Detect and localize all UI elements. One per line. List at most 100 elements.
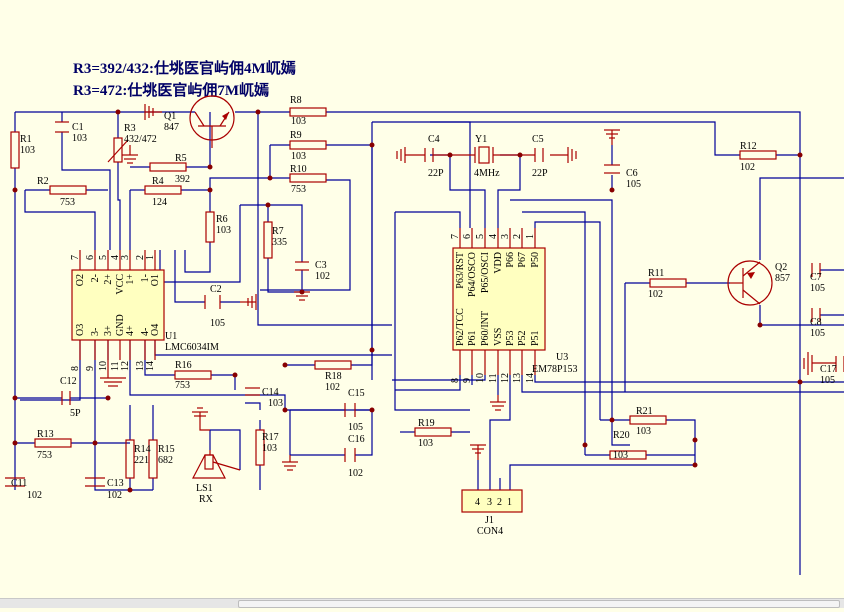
u1-top-pin-label: 1+ [125,274,136,285]
q2-value: 857 [775,273,790,284]
q1-ref: Q1 [164,111,176,122]
c15-value: 105 [348,422,363,433]
u1-top-pin-label: 2+ [103,274,114,285]
u3-bottom-pin-number: 11 [488,373,499,383]
r18-ref: R18 [325,371,342,382]
r10-value: 753 [291,184,306,195]
r6-ref: R6 [216,214,228,225]
u3-top-pin-number: 6 [462,234,473,239]
junctions [12,109,803,493]
u1-bottom-pin-number: 12 [120,361,131,371]
c6-ref: C6 [626,168,638,179]
y1-value: 4MHz [474,168,500,179]
r4-ref: R4 [152,176,164,187]
r19-value: 103 [418,438,433,449]
note-line-1: R3=392/432:仕垗医官屿佣4M屼嫣 [73,59,296,77]
u1-top-pin-label: O1 [150,274,161,286]
u1-top-pin-label: 1- [140,274,151,282]
c13-ref: C13 [107,478,124,489]
j1-pin-number: 3 [487,497,492,508]
u1-top-pin-number: 1 [145,255,156,260]
r21-ref: R21 [636,406,653,417]
u3-bottom-pin-number: 10 [475,373,486,383]
c7-value: 105 [810,283,825,294]
r2-value: 753 [60,197,75,208]
r20-value: 103 [613,450,628,461]
c16-value: 102 [348,468,363,479]
u1-bottom-pin-label: 4- [140,328,151,336]
u1-top-pin-label: O2 [75,274,86,286]
component-labels: R1 103 C1 103 R3 432/472 Q1 847 R8 103 R… [11,95,837,505]
u1-bottom-pin-label: O4 [150,324,161,336]
r21-value: 103 [636,426,651,437]
r15-ref: R15 [158,444,175,455]
c16-ref: C16 [348,434,365,445]
u3-top-pin-label: P50 [530,252,541,268]
r13-value: 753 [37,450,52,461]
r9-ref: R9 [290,130,302,141]
ic-u3: 7P63/RST6P64/OSCO5P65/OSCI4VDD3P662P671P… [450,228,578,383]
r5-ref: R5 [175,153,187,164]
r16-value: 753 [175,380,190,391]
j1-ref: J1 [485,515,494,526]
u3-bottom-pin-label: P60/INT [480,311,491,346]
c1-ref: C1 [72,122,84,133]
u1-top-pin-number: 3 [120,255,131,260]
u1-ref: U1 [165,331,177,342]
capacitor-plates [5,121,844,487]
r20-ref: R20 [613,430,630,441]
c7-ref: C7 [810,272,822,283]
u3-top-pin-number: 3 [500,234,511,239]
u1-top-pin-number: 6 [85,255,96,260]
speaker-ls1-symbol [192,450,241,479]
ls1-value: RX [199,494,214,505]
u1-bottom-pin-number: 10 [98,361,109,371]
u3-bottom-pin-number: 8 [450,378,461,383]
u1-top-pin-label: VCC [115,274,126,295]
r12-ref: R12 [740,141,757,152]
crystal-y1-symbol [433,146,535,164]
r5-value: 392 [175,174,190,185]
c13-value: 102 [107,490,122,501]
c4-ref: C4 [428,134,440,145]
ls1-ref: LS1 [196,483,213,494]
wires [14,111,844,575]
c5-value: 22P [532,168,548,179]
y1-ref: Y1 [475,134,487,145]
r17-ref: R17 [262,432,279,443]
u3-top-pin-label: P67 [517,252,528,268]
u1-part: LMC6034IM [165,342,219,353]
u3-bottom-pin-number: 9 [462,378,473,383]
j1-pin-number: 1 [507,497,512,508]
c2-value: 105 [210,318,225,329]
ground-symbols [100,104,813,471]
u3-bottom-pin-label: P52 [517,330,528,346]
u3-top-pin-number: 2 [512,234,523,239]
u3-top-pin-number: 5 [475,234,486,239]
resistor-bodies [10,107,777,479]
q1-value: 847 [164,122,179,133]
transistor-q1-symbol [189,95,235,148]
u3-top-pin-label: P65/OSCI [480,252,491,293]
u1-top-pin-number: 4 [110,255,121,260]
c6-value: 105 [626,179,641,190]
r4-value: 124 [152,197,167,208]
r10-ref: R10 [290,164,307,175]
r18-value: 102 [325,382,340,393]
r2-ref: R2 [37,176,49,187]
c4-value: 22P [428,168,444,179]
u3-top-pin-label: P64/OSCO [467,252,478,297]
r3-ref: R3 [124,123,136,134]
u3-top-pin-number: 1 [525,234,536,239]
c3-value: 102 [315,271,330,282]
u1-bottom-pin-label: O3 [75,324,86,336]
r11-value: 102 [648,289,663,300]
u1-bottom-pin-label: 3- [90,328,101,336]
r9-value: 103 [291,151,306,162]
r8-ref: R8 [290,95,302,106]
r17-value: 103 [262,443,277,454]
r13-ref: R13 [37,429,54,440]
c11-value: 102 [27,490,42,501]
u1-bottom-pin-number: 9 [85,366,96,371]
